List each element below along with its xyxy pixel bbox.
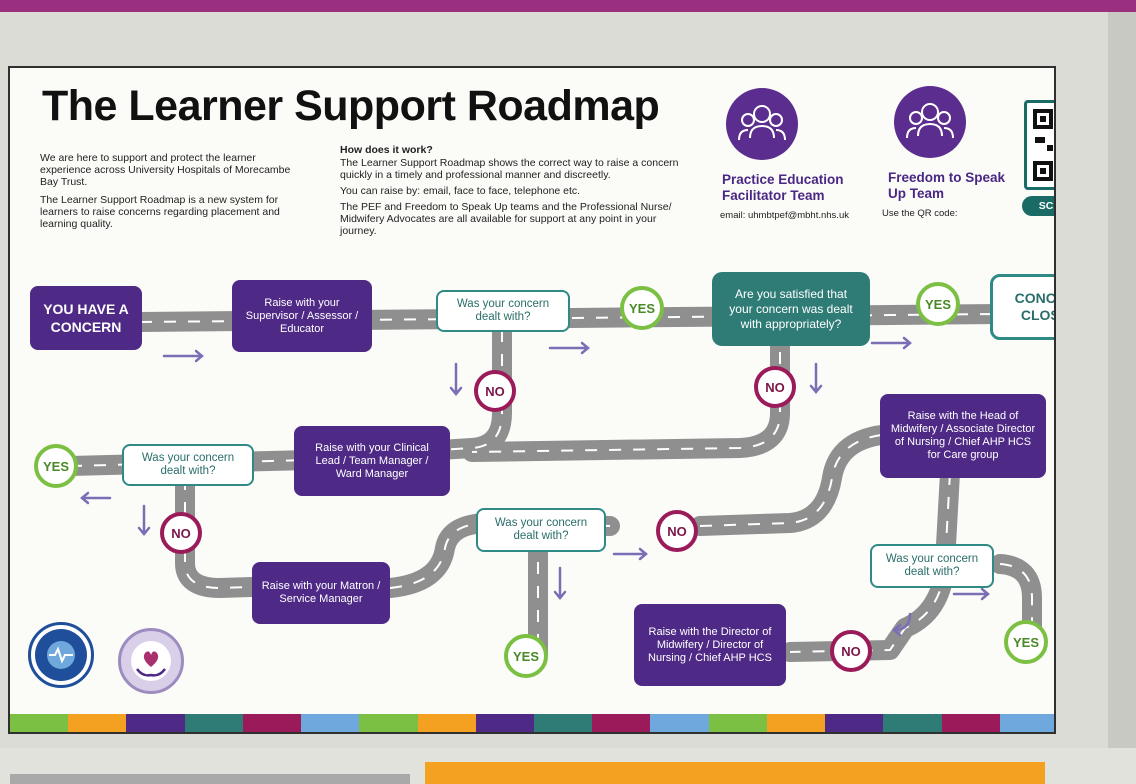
intro-paragraph-2: The Learner Support Roadmap is a new sys… — [40, 194, 280, 230]
node-yes-5: YES — [1004, 620, 1048, 664]
node-no-1: NO — [474, 370, 516, 412]
intro-paragraph-1: We are here to support and protect the l… — [40, 152, 291, 188]
node-no-4: NO — [656, 510, 698, 552]
how-paragraph-3: The PEF and Freedom to Speak Up teams an… — [340, 201, 672, 237]
how-heading: How does it work? — [340, 144, 433, 156]
intro-text: We are here to support and protect the l… — [40, 152, 310, 236]
pef-team-email: email: uhmbtpef@mbht.nhs.uk — [720, 210, 849, 221]
node-no-2: NO — [754, 366, 796, 408]
node-yes-3: YES — [34, 444, 78, 488]
node-question-2: Was your concern dealt with? — [122, 444, 254, 486]
wall-top-band — [0, 0, 1136, 12]
node-question-3: Was your concern dealt with? — [476, 508, 606, 552]
people-icon — [894, 86, 966, 158]
node-raise-with-clinical-lead: Raise with your Clinical Lead / Team Man… — [294, 426, 450, 496]
node-yes-2: YES — [916, 282, 960, 326]
scan-me-label: SCAN ME — [1022, 196, 1054, 216]
node-raise-with-matron: Raise with your Matron / Service Manager — [252, 562, 390, 624]
node-yes-4: YES — [504, 634, 548, 678]
node-raise-with-supervisor: Raise with your Supervisor / Assessor / … — [232, 280, 372, 352]
lower-poster-edge-orange — [425, 762, 1045, 784]
pef-team-title: Practice Education Facilitator Team — [722, 172, 844, 203]
ftsu-team-title: Freedom to Speak Up Team — [888, 170, 1006, 201]
node-raise-with-director: Raise with the Director of Midwifery / D… — [634, 604, 786, 686]
how-paragraph-2: You can raise by: email, face to face, t… — [340, 185, 581, 197]
node-concern-closed: CONCERN CLOSED — [990, 274, 1054, 340]
roadmap-poster: The Learner Support Roadmap We are here … — [8, 66, 1056, 734]
people-icon — [726, 88, 798, 160]
heart-hands-icon — [118, 628, 184, 694]
wall-right — [1108, 12, 1136, 784]
how-paragraph-1: The Learner Support Roadmap shows the co… — [340, 157, 679, 181]
node-raise-with-head-of-midwifery: Raise with the Head of Midwifery / Assoc… — [880, 394, 1046, 478]
lower-poster-edge-grey — [10, 774, 410, 784]
nhs-professional-nurse-advocate-badge — [28, 622, 94, 688]
node-you-have-a-concern: YOU HAVE A CONCERN — [30, 286, 142, 350]
page-title: The Learner Support Roadmap — [42, 82, 660, 130]
node-no-3: NO — [160, 512, 202, 554]
node-satisfied-question: Are you satisfied that your concern was … — [712, 272, 870, 346]
color-stripe — [10, 714, 1054, 732]
node-no-5: NO — [830, 630, 872, 672]
qr-code[interactable] — [1024, 100, 1054, 190]
node-question-1: Was your concern dealt with? — [436, 290, 570, 332]
node-yes-1: YES — [620, 286, 664, 330]
node-question-4: Was your concern dealt with? — [870, 544, 994, 588]
how-it-works: How does it work? The Learner Support Ro… — [340, 144, 680, 241]
ftsu-team-qr-note: Use the QR code: — [882, 208, 958, 219]
